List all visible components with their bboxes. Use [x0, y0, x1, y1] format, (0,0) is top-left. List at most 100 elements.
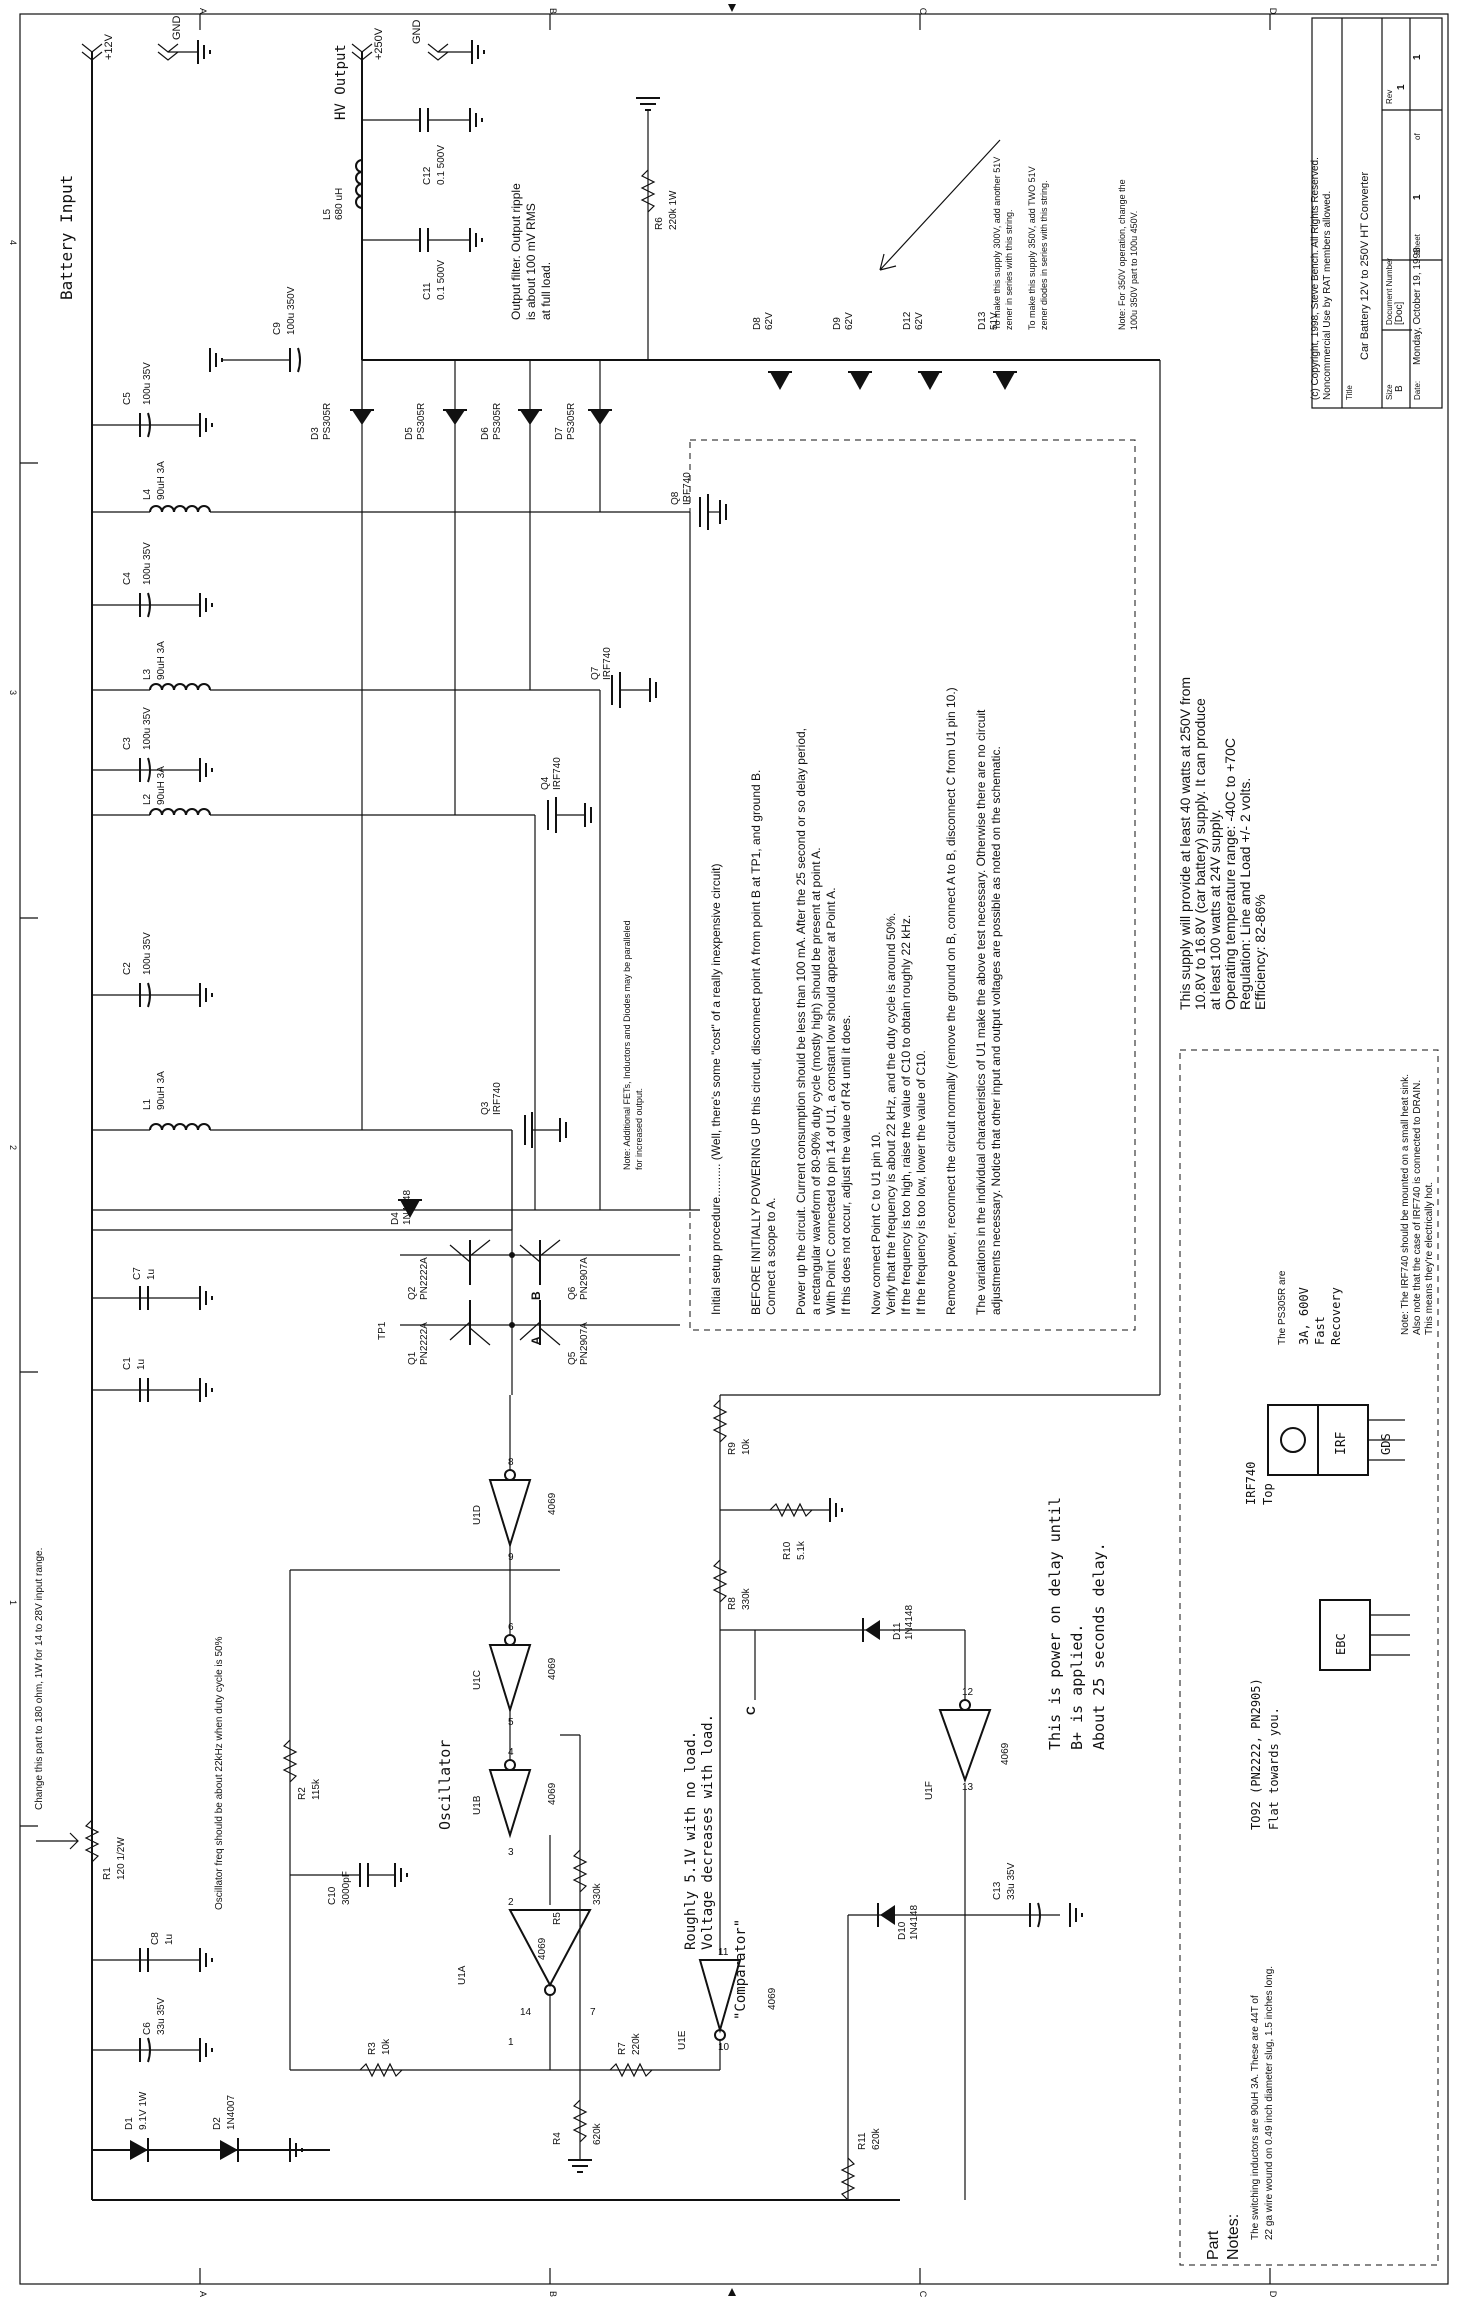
- change-part-note: Change this part to 180 ohm, 1W for 14 t…: [34, 1548, 45, 1810]
- pin-5: 5: [508, 1717, 514, 1728]
- u1a-part: 4069: [537, 1937, 548, 1960]
- c1-value: 1u: [136, 1359, 147, 1370]
- resistor-r7: [609, 2062, 653, 2078]
- diode-d7-symbol: [590, 410, 610, 425]
- gate-u1b: [488, 1769, 532, 1839]
- u1e-label: U1E: [677, 2030, 688, 2050]
- d11-value: 1N4148: [904, 1605, 915, 1640]
- u1b-label: U1B: [472, 1795, 483, 1815]
- ps305-note-3: Fast: [1313, 1316, 1327, 1345]
- l3-value: 90uH 3A: [156, 641, 167, 680]
- c9-ref: C9: [272, 322, 283, 335]
- c8-ref: C8: [150, 1932, 161, 1945]
- diode-d5-symbol: [445, 410, 465, 425]
- r11-ref: R11: [857, 2132, 868, 2150]
- r9-ref: R9: [727, 1442, 738, 1455]
- d13-ref: D13: [977, 311, 988, 330]
- gate-u1e: [698, 1959, 742, 2034]
- title-text: Car Battery 12V to 250V HT Converter: [1359, 172, 1371, 360]
- l2-value: 90uH 3A: [156, 766, 167, 805]
- r2-value: 115k: [311, 1778, 322, 1800]
- r6-ref: R6: [654, 217, 665, 230]
- setup-line-15: Remove power, reconnect the circuit norm…: [944, 687, 958, 1315]
- d10-value: 1N4148: [909, 1905, 920, 1940]
- u1c-part: 4069: [547, 1657, 558, 1680]
- add-fets-note-2: for increased output.: [634, 1088, 644, 1170]
- r10-ref: R10: [782, 1541, 793, 1560]
- setup-line-18: adjustments necessary. Notice that other…: [989, 746, 1003, 1315]
- c13-value: 33u 35V: [1006, 1862, 1017, 1900]
- mosfet-q7: Q7 IRF740: [590, 647, 657, 1210]
- setup-line-8: If this does not occur, adjust the value…: [839, 1015, 853, 1315]
- diode-d6-symbol: [520, 410, 540, 425]
- gate-u1d: [488, 1479, 532, 1549]
- u1d-part: 4069: [547, 1492, 558, 1515]
- c8-value: 1u: [164, 1934, 175, 1945]
- d13-value: 51V: [989, 312, 1000, 330]
- q5-value: PN2907A: [579, 1322, 590, 1365]
- mosfet-q4: Q4 IRF740: [534, 757, 592, 1210]
- r1-ref: R1: [102, 1867, 113, 1880]
- c6-ref: C6: [142, 2022, 153, 2035]
- u1e-part: 4069: [767, 1987, 778, 2010]
- pin-13: 13: [962, 1782, 974, 1793]
- setup-line-17: The variations in the individual charact…: [974, 709, 988, 1315]
- diode-d10-symbol: [880, 1905, 895, 1925]
- c3-ref: C3: [122, 737, 133, 750]
- rail-250v-label: +250V: [373, 27, 385, 60]
- zone-bottom-4: A: [198, 2291, 208, 2297]
- r7-value: 220k: [631, 2032, 642, 2055]
- title-label: Title: [1345, 385, 1354, 400]
- pin-14: 14: [520, 2007, 532, 2018]
- l1-value: 90uH 3A: [156, 1071, 167, 1110]
- ps305-note-4: Recovery: [1329, 1287, 1343, 1345]
- c10-ref: C10: [327, 1886, 338, 1905]
- spec-line-5: Efficiency: 82-86%: [1252, 894, 1268, 1010]
- tp1-label: TP1: [377, 1321, 388, 1340]
- q6-ref: Q6: [567, 1286, 578, 1300]
- q4-ref: Q4: [540, 776, 551, 790]
- rev-label: Rev: [1385, 90, 1394, 104]
- r8-value: 330k: [741, 1587, 752, 1610]
- d7-value: PS305R: [566, 403, 577, 440]
- d6-value: PS305R: [492, 403, 503, 440]
- q1-ref: Q1: [407, 1351, 418, 1365]
- zone-top-2: C: [918, 8, 928, 15]
- q1-value: PN2222A: [419, 1322, 430, 1365]
- d4-value: 1N4148: [402, 1190, 413, 1225]
- to92-note-2: Flat towards you.: [1267, 1707, 1281, 1830]
- d2-value: 1N4007: [226, 2095, 237, 2130]
- pin-2: 2: [508, 1897, 514, 1908]
- zone-left-c: 2: [8, 1145, 18, 1150]
- d10-ref: D10: [897, 1921, 908, 1940]
- spec-line-1: 10.8V to 16.8V (car battery) supply. It …: [1192, 698, 1208, 1010]
- d6-ref: D6: [480, 427, 491, 440]
- zone-left-e: 4: [8, 240, 18, 245]
- r8-ref: R8: [727, 1597, 738, 1610]
- spec-line-2: at least 100 watts at 24V supply.: [1207, 809, 1223, 1010]
- date-label: Date:: [1413, 381, 1422, 400]
- inductor-note-2: 22 ga wire wound on 0.49 inch diameter s…: [1264, 1966, 1275, 2240]
- node-c-label: C: [744, 1706, 758, 1715]
- c12-ref: C12: [422, 166, 433, 185]
- pin-7: 7: [590, 2007, 596, 2018]
- heat-note-3: This means they're electrically hot.: [1424, 1182, 1435, 1335]
- setup-line-12: If the frequency is too high, raise the …: [899, 915, 913, 1315]
- node-a-label: A: [529, 1336, 543, 1345]
- sheet-value: 1: [1412, 194, 1423, 200]
- zener-note-arrow: [879, 139, 1001, 271]
- setup-line-10: Now connect Point C to U1 pin 10.: [869, 1132, 883, 1315]
- c4-value: 100u 35V: [142, 542, 153, 585]
- pin-11: 11: [718, 1947, 729, 1958]
- power-on-note-3: About 25 seconds delay.: [1090, 1542, 1108, 1750]
- q7-ref: Q7: [590, 666, 601, 680]
- sheet-label: Sheet: [1413, 233, 1422, 255]
- d1-ref: D1: [124, 2117, 135, 2130]
- driver-section: Q1 PN2222A Q2 PN2222A Q5 PN2907A Q6 PN29…: [377, 1130, 680, 1395]
- resistor-r1: [84, 1819, 100, 1863]
- d8-ref: D8: [752, 317, 763, 330]
- heat-note-1: Note: The IRF740 should be mounted on a …: [1400, 1074, 1411, 1335]
- d3-ref: D3: [310, 427, 321, 440]
- r3-value: 10k: [381, 2038, 392, 2055]
- r9-value: 10k: [741, 1438, 752, 1455]
